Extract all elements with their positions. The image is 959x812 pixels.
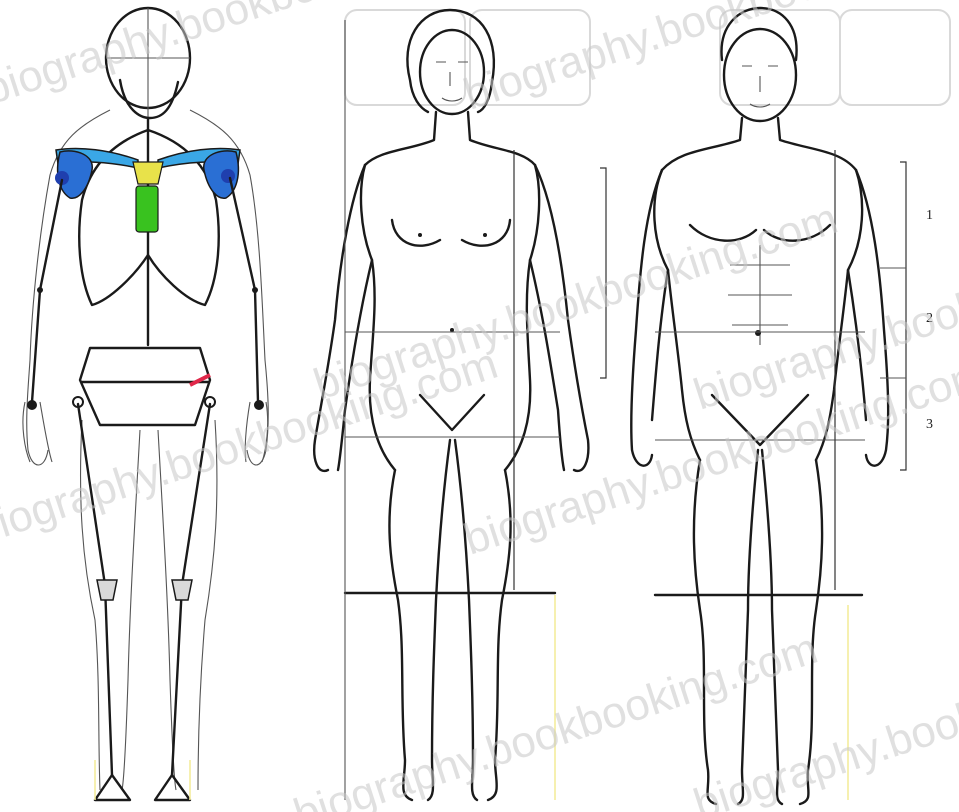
proportion-label-3: 3 xyxy=(926,417,933,432)
arm-left xyxy=(32,180,62,402)
watermark-1: biography.bookbooking.com xyxy=(0,0,513,115)
foot-right xyxy=(155,775,190,800)
watermark-2: biography.bookbooking.com xyxy=(458,0,959,120)
knee-right xyxy=(172,580,192,600)
sternum-top xyxy=(133,162,163,184)
shoulder-marker-right xyxy=(221,169,235,183)
male-arm-left xyxy=(631,170,668,466)
sternum xyxy=(136,186,158,232)
hip-marker-right xyxy=(190,375,210,385)
knee-left xyxy=(97,580,117,600)
proportion-label-1: 1 xyxy=(926,208,933,223)
skeleton-armature xyxy=(23,8,268,800)
watermark-4: biography.bookbooking.com xyxy=(0,339,503,555)
pelvis xyxy=(80,348,210,425)
watermark-8: biography.bookbooking.com xyxy=(688,614,959,812)
male-leg-left xyxy=(694,450,758,804)
